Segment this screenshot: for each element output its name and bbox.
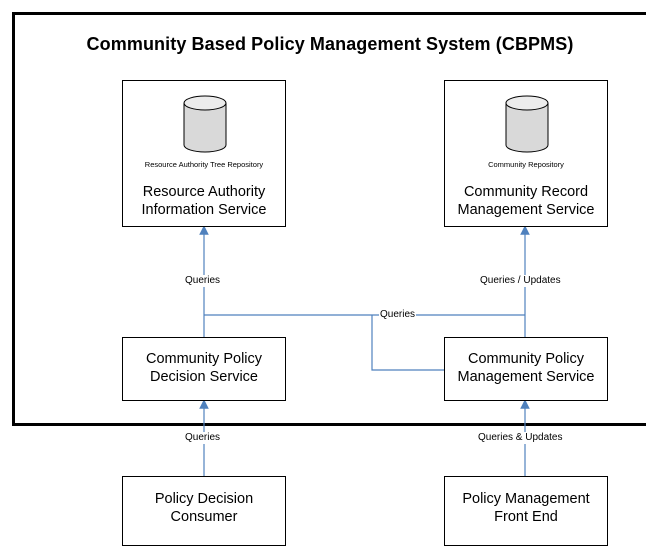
node-label-line2: Information Service	[141, 202, 267, 218]
repository-label: Resource Authority Tree Repository	[144, 160, 264, 169]
diagram-canvas: Community Based Policy Management System…	[12, 12, 646, 546]
node-label-line1: Policy Decision	[154, 491, 254, 507]
cbpms-system-boundary	[12, 12, 646, 426]
node-label-line1: Community Record	[463, 184, 589, 200]
node-community-policy-management-service: Community Policy Management Service	[444, 337, 608, 401]
node-label-line1: Community Policy	[467, 351, 585, 367]
node-policy-decision-consumer: Policy Decision Consumer	[122, 476, 286, 546]
database-icon	[505, 95, 549, 153]
node-label-line1: Resource Authority	[142, 184, 266, 200]
diagram-title: Community Based Policy Management System…	[86, 34, 574, 54]
node-label-line1: Community Policy	[145, 351, 263, 367]
database-icon	[183, 95, 227, 153]
node-label-line2: Consumer	[170, 509, 238, 525]
edge-label-cpms-to-crms: Queries / Updates	[479, 275, 562, 287]
node-policy-management-front-end: Policy Management Front End	[444, 476, 608, 546]
edge-label-pdc-to-cpds: Queries	[184, 432, 222, 444]
node-resource-authority-information-service: Resource Authority Tree Repository Resou…	[122, 80, 286, 227]
node-label-line2: Management Service	[457, 369, 595, 385]
edge-label-cpds-to-rais: Queries	[184, 275, 222, 287]
node-label-line2: Decision Service	[150, 369, 258, 385]
edge-label-query-bus: Queries	[379, 309, 417, 321]
node-community-record-management-service: Community Repository Community Record Ma…	[444, 80, 608, 227]
node-community-policy-decision-service: Community Policy Decision Service	[122, 337, 286, 401]
node-label-line2: Management Service	[457, 202, 595, 218]
node-label-line1: Policy Management	[462, 491, 590, 507]
edge-cpms-left-tap	[371, 315, 444, 371]
repository-label: Community Repository	[488, 160, 564, 169]
edge-label-pmfe-to-cpms: Queries & Updates	[477, 432, 564, 444]
node-label-line2: Front End	[494, 509, 558, 525]
